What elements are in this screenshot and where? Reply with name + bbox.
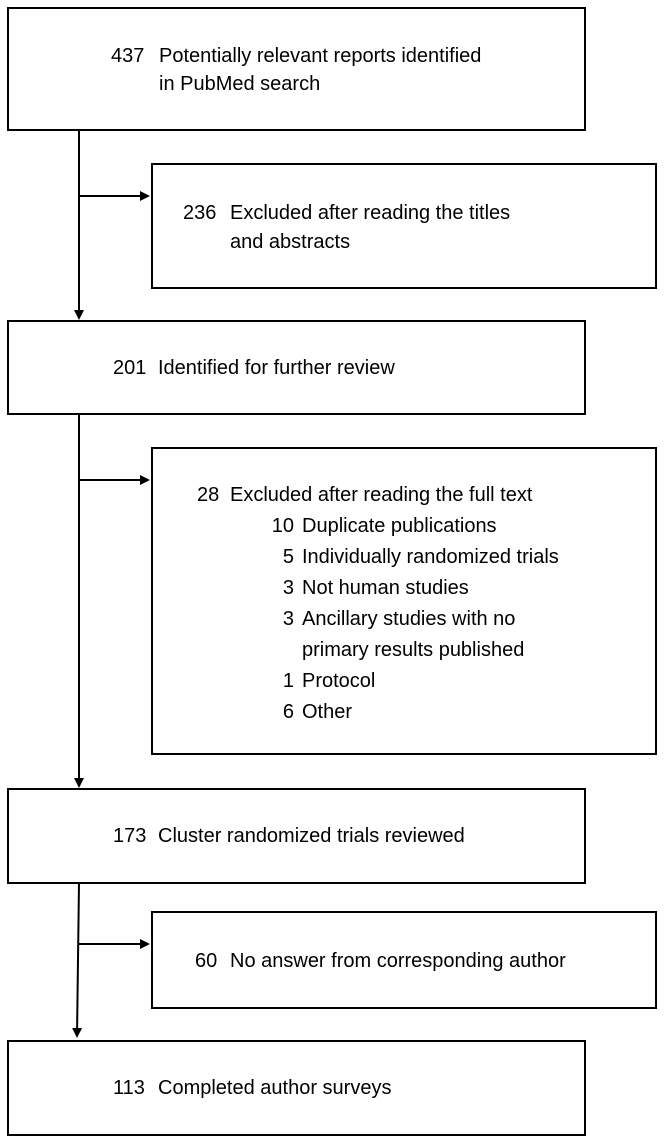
reason-label: Other — [302, 701, 353, 723]
excluded-fulltext-text: Excluded after reading the full text — [230, 484, 533, 506]
identified-text-line1: Potentially relevant reports identified — [159, 45, 482, 67]
reviewed-count: 173 — [113, 825, 147, 847]
excluded-titles-box: 236 Excluded after reading the titles an… — [151, 163, 657, 289]
identified-text-line2: in PubMed search — [159, 73, 321, 95]
completed-count: 113 — [113, 1077, 145, 1099]
further-review-count: 201 — [113, 357, 147, 379]
excluded-titles-count: 236 — [183, 202, 217, 224]
reason-label-line1: Ancillary studies with no — [302, 608, 516, 630]
excluded-titles-text-line1: Excluded after reading the titles — [230, 202, 511, 224]
reason-label-line2: primary results published — [302, 639, 525, 661]
reason-label: Duplicate publications — [302, 515, 497, 537]
further-review-box: 201 Identified for further review — [7, 320, 586, 415]
identified-count: 437 — [111, 45, 145, 67]
no-answer-count: 60 — [195, 950, 218, 972]
identified-box: 437 Potentially relevant reports identif… — [7, 7, 586, 131]
reviewed-box: 173 Cluster randomized trials reviewed — [7, 788, 586, 884]
reason-count: 6 — [282, 701, 294, 723]
no-answer-text: No answer from corresponding author — [230, 950, 566, 972]
reason-count: 5 — [282, 546, 294, 568]
reason-count: 3 — [282, 577, 294, 599]
reason-count: 10 — [271, 515, 294, 537]
further-review-text: Identified for further review — [158, 357, 395, 379]
reviewed-text: Cluster randomized trials reviewed — [158, 825, 465, 847]
completed-box: 113 Completed author surveys — [7, 1040, 586, 1136]
no-answer-box: 60 No answer from corresponding author — [151, 911, 657, 1009]
reason-label: Individually randomized trials — [302, 546, 559, 568]
excluded-fulltext-count: 28 — [197, 484, 220, 506]
reason-label: Not human studies — [302, 577, 469, 599]
completed-text: Completed author surveys — [158, 1077, 392, 1099]
arrow-reviewed-to-completed — [72, 882, 83, 1038]
reason-count: 1 — [282, 670, 294, 692]
excluded-fulltext-box: 28 Excluded after reading the full text … — [151, 447, 657, 755]
reason-count: 3 — [282, 608, 294, 630]
reason-label: Protocol — [302, 670, 376, 692]
excluded-titles-text-line2: and abstracts — [230, 231, 351, 253]
